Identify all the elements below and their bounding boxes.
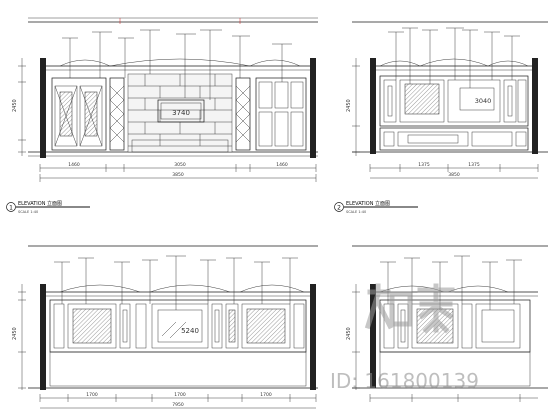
dimension-2: 1700 xyxy=(174,392,186,398)
dimension-3: 1700 xyxy=(260,392,272,398)
dimension-2: 3050 xyxy=(174,162,186,168)
height-dimension: 2450 xyxy=(12,327,18,340)
view-title: ELEVATION 立面图 xyxy=(346,200,390,207)
height-dimension: 2450 xyxy=(346,327,352,340)
center-panel-label: 3040 xyxy=(475,97,492,105)
elevation-view-1: 3740 2450 1460 3050 1460 3850 1 ELEVATIO… xyxy=(6,17,318,214)
height-dimension: 2450 xyxy=(12,99,18,112)
view-scale: SCALE 1:40 xyxy=(346,210,366,214)
watermark-logo xyxy=(364,283,455,334)
dimension-1: 1700 xyxy=(86,392,98,398)
dimension-2: 1375 xyxy=(468,162,480,168)
total-width-dimension: 7950 xyxy=(172,402,184,408)
right-panel-group xyxy=(255,77,307,151)
dimension-1: 1460 xyxy=(68,162,80,168)
center-panel-label: 3740 xyxy=(172,109,190,117)
total-width-dimension: 3850 xyxy=(448,172,460,178)
lower-panel-band xyxy=(379,127,529,151)
left-wall-section xyxy=(40,58,46,158)
watermark: ID: 161800139 xyxy=(330,283,479,393)
dimension-1: 1375 xyxy=(418,162,430,168)
center-panel xyxy=(157,99,205,123)
view-scale: SCALE 1:40 xyxy=(18,210,38,214)
elevation-view-3: 5240 2450 1700 1700 1700 7950 xyxy=(12,245,318,409)
view-number: 2 xyxy=(337,205,341,212)
center-panel-label: 5240 xyxy=(181,327,199,335)
right-wall-section xyxy=(310,58,316,158)
elevation-view-2: 3040 2450 1375 1375 3850 2 ELEVATION 立面图… xyxy=(334,21,548,214)
left-door xyxy=(51,77,107,151)
view-number: 1 xyxy=(9,205,13,212)
upper-panel-band xyxy=(379,75,529,127)
view-title: ELEVATION 立面图 xyxy=(18,200,62,207)
watermark-id: ID: 161800139 xyxy=(330,369,479,393)
total-width-dimension: 3850 xyxy=(172,172,184,178)
height-dimension: 2450 xyxy=(346,99,352,112)
dimension-3: 1460 xyxy=(276,162,288,168)
